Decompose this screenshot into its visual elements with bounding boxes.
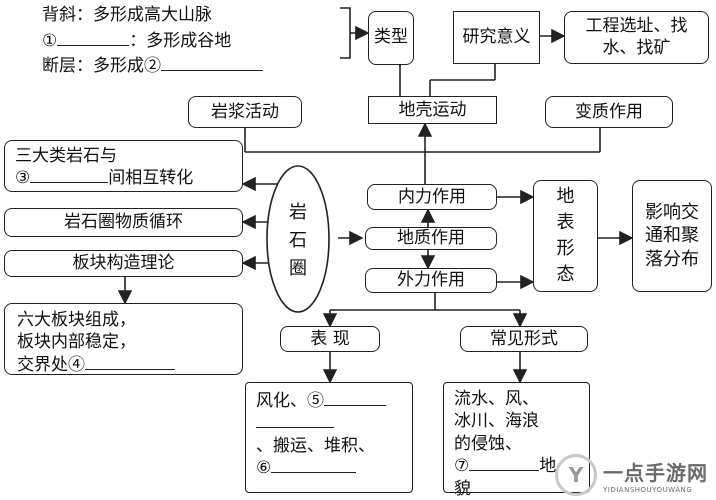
landform-box: 地表形态 (533, 180, 598, 292)
engineering-box: 工程选址、找水、找矿 (564, 11, 709, 64)
rock-cycle-box: 岩石圈物质循环 (4, 208, 243, 237)
influence-box: 影响交通和聚落分布 (632, 180, 712, 292)
common-forms-box: 常见形式 (460, 326, 588, 352)
fault-text: 断层：多形成② (42, 56, 263, 77)
six-plates-box: 六大板块组成， 板块内部稳定， 交界处④ (4, 303, 243, 375)
magma-activity-box: 岩浆活动 (188, 96, 302, 128)
watermark-subtext: YIDIANSHOUYOUWANG (603, 485, 693, 494)
watermark-text: 一点手游网 (603, 460, 708, 485)
type-box: 类型 (368, 11, 414, 65)
watermark-logo-icon: Y (555, 454, 597, 496)
external-force-box: 外力作用 (365, 268, 497, 293)
watermark: Y 一点手游网 YIDIANSHOUYOUWANG (555, 454, 708, 496)
weathering-box: 风化、⑤ 、搬运、堆积、 ⑥ (245, 382, 413, 493)
crust-movement-box: 地壳运动 (368, 96, 497, 124)
syncline-text: ①：多形成谷地 (42, 31, 232, 51)
plate-tectonics-box: 板块构造理论 (4, 250, 243, 277)
metamorphism-box: 变质作用 (545, 96, 673, 128)
manifestation-box: 表 现 (280, 326, 380, 352)
lithosphere-label: 岩石圈 (289, 202, 307, 279)
significance-box: 研究意义 (453, 11, 540, 64)
anticline-text: 背斜：多形成高大山脉 (42, 5, 212, 25)
internal-force-box: 内力作用 (367, 184, 497, 210)
geological-process-box: 地质作用 (365, 227, 497, 250)
